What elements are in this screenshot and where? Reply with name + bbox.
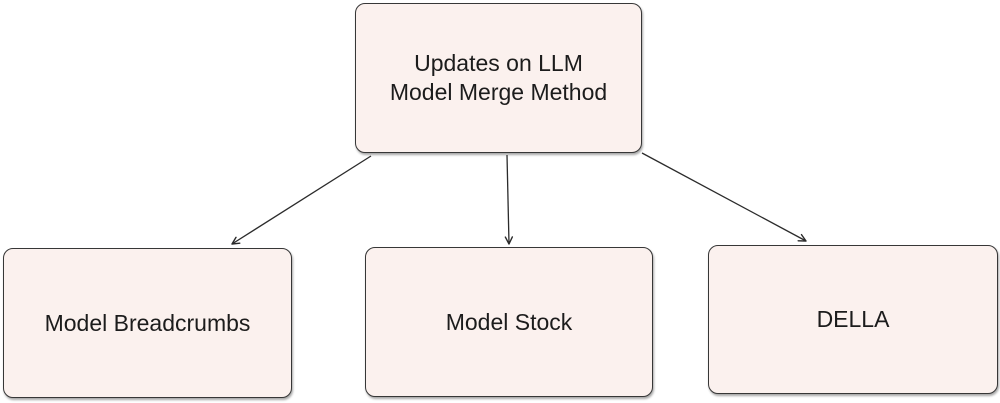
edge-root-to-della	[641, 152, 807, 242]
node-updates-root: Updates on LLM Model Merge Method	[355, 3, 642, 153]
node-model-breadcrumbs-label: Model Breadcrumbs	[44, 309, 251, 336]
node-della: DELLA	[708, 245, 998, 394]
node-model-stock-label: Model Stock	[445, 308, 573, 335]
node-updates-root-label: Updates on LLM Model Merge Method	[389, 50, 608, 105]
edge-root-to-model-breadcrumbs	[231, 155, 372, 245]
node-della-label: DELLA	[816, 306, 890, 333]
node-model-breadcrumbs: Model Breadcrumbs	[3, 248, 292, 398]
node-model-stock: Model Stock	[365, 247, 653, 397]
edge-root-to-model-stock	[504, 154, 514, 245]
